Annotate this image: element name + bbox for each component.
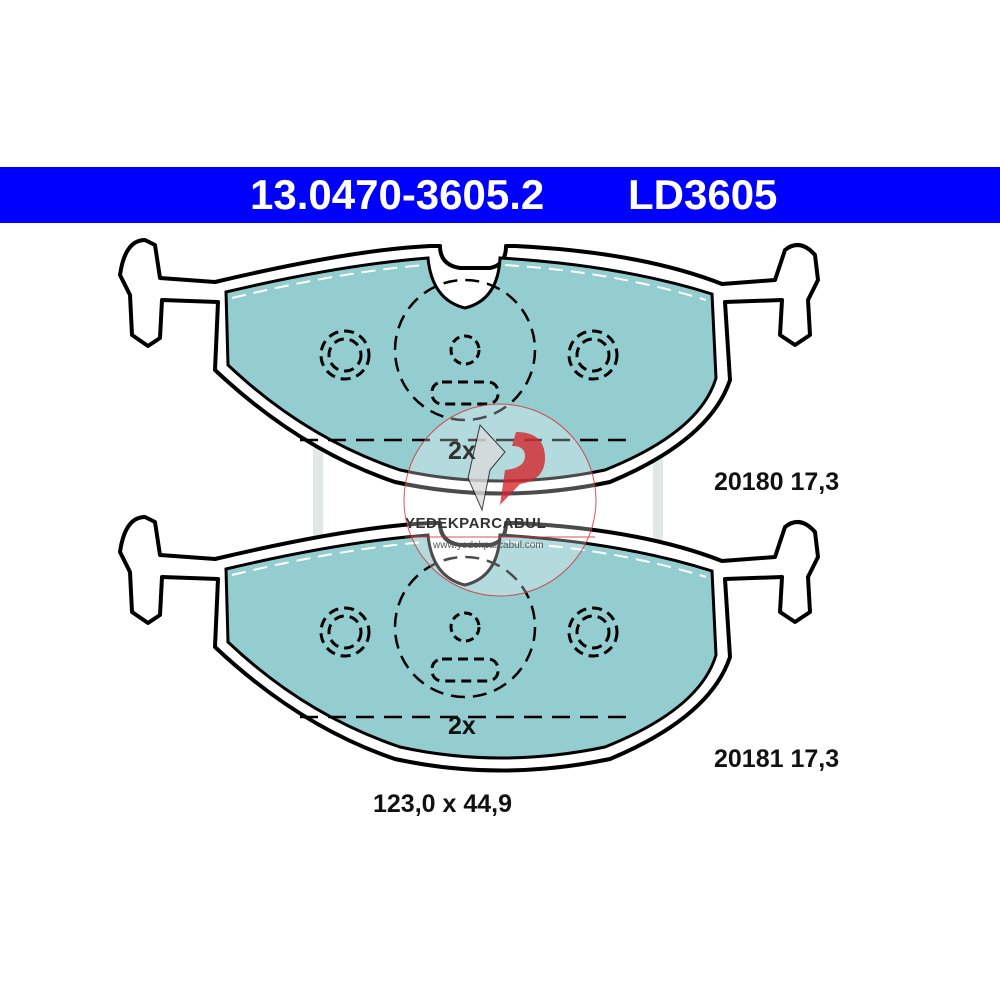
watermark-logo	[403, 403, 597, 597]
watermark-url: www.yedekparcabul.com	[433, 540, 544, 551]
pad-label-top: 20180 17,3	[714, 468, 840, 496]
header-banner: 13.0470-3605.2 LD3605	[0, 167, 1000, 223]
dimensions: 123,0 x 44,9	[373, 790, 513, 818]
pad-label-bottom: 20181 17,3	[714, 745, 840, 773]
watermark-brand: YEDEKPARCABUL	[405, 515, 547, 532]
part-number: 13.0470-3605.2	[250, 171, 545, 218]
quantity-top: 2x	[448, 437, 476, 465]
quantity-bottom: 2x	[448, 712, 476, 740]
part-code: LD3605	[628, 171, 778, 218]
